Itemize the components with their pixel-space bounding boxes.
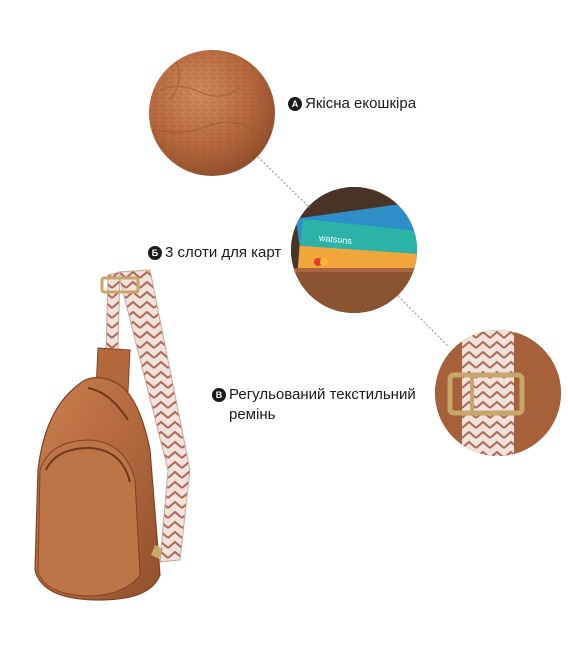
bag-strap	[117, 269, 191, 563]
feature-text-c: Регульований текстильний ремінь	[229, 386, 416, 423]
marker-c-icon: В	[212, 388, 226, 402]
marker-b-icon: Б	[148, 246, 162, 260]
bag-front-pocket	[37, 439, 141, 597]
strap-buckle-closeup-circle	[435, 330, 561, 456]
leather-closeup-circle	[149, 50, 275, 176]
connector-line-b	[397, 295, 449, 347]
feature-text-b: 3 слоти для карт	[165, 244, 282, 261]
sling-bag	[34, 269, 191, 601]
connector-line-a	[257, 156, 313, 211]
marker-a-icon: А	[288, 97, 302, 111]
strap-buckle	[100, 276, 140, 294]
feature-label-a: А Якісна екошкіра	[288, 94, 416, 114]
card-brand-text: watsons	[318, 233, 353, 247]
card-slots-closeup-circle: watsons	[291, 187, 417, 313]
bag-zipper	[45, 446, 131, 483]
feature-text-a: Якісна екошкіра	[305, 95, 417, 112]
feature-label-c: В Регульований текстильний ремінь	[212, 385, 449, 425]
feature-label-b: Б 3 слоти для карт	[148, 243, 281, 263]
